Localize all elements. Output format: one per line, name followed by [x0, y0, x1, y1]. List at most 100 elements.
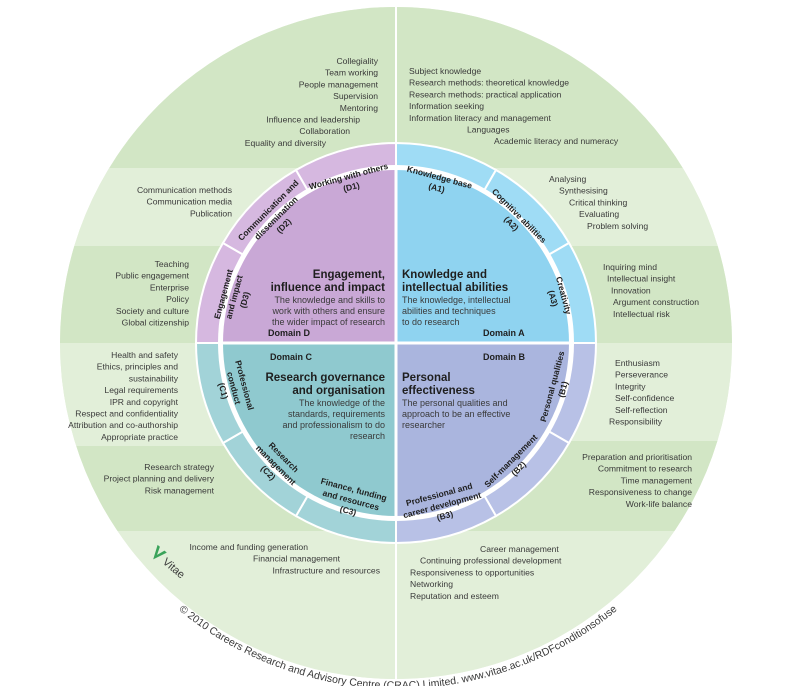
descriptor-item: Research methods: theoretical knowledge — [409, 78, 569, 88]
descriptor-item: Team working — [325, 68, 378, 78]
descriptor-item: Enterprise — [150, 282, 189, 292]
descriptor-item: Responsiveness to opportunities — [410, 567, 534, 577]
descriptor-item: Health and safety — [111, 350, 179, 360]
descriptor-item: Project planning and delivery — [104, 474, 215, 484]
domain-b-desc-2: approach to be an effective — [402, 409, 510, 419]
domain-c-label: Domain C — [270, 352, 313, 362]
svg-text:(D3): (D3) — [238, 290, 252, 309]
descriptor-item: Innovation — [611, 285, 651, 295]
descriptor-item: Continuing professional development — [420, 556, 562, 566]
descriptor-item: Self-confidence — [615, 393, 674, 403]
domain-a-title-2: intellectual abilities — [402, 282, 508, 294]
descriptor-item: sustainability — [129, 373, 179, 383]
descriptor-item: Policy — [166, 294, 190, 304]
descriptor-item: Work-life balance — [626, 499, 692, 509]
descriptor-item: Legal requirements — [104, 385, 178, 395]
descriptor-item: Supervision — [333, 91, 378, 101]
descriptor-item: Communication methods — [137, 185, 232, 195]
domain-d-desc-3: the wider impact of research — [272, 317, 385, 327]
descriptor-item: Equality and diversity — [245, 138, 327, 148]
descriptor-item: Time management — [621, 475, 693, 485]
descriptor-item: Society and culture — [116, 306, 189, 316]
descriptor-item: Public engagement — [115, 271, 189, 281]
descriptor-item: Career management — [480, 544, 559, 554]
descriptor-item: Self-reflection — [615, 405, 668, 415]
domain-d-label: Domain D — [268, 328, 311, 338]
descriptor-item: Commitment to research — [598, 464, 692, 474]
descriptor-item: Problem solving — [587, 221, 648, 231]
descriptor-item: Collegiality — [336, 56, 378, 66]
descriptor-item: Responsibility — [609, 417, 663, 427]
descriptor-item: Research methods: practical application — [409, 89, 562, 99]
domain-d-title-1: Engagement, — [313, 269, 385, 281]
domain-a-title-1: Knowledge and — [402, 269, 487, 281]
descriptor-item: Financial management — [253, 554, 341, 564]
descriptor-item: Intellectual risk — [613, 309, 671, 319]
descriptor-item: Infrastructure and resources — [273, 565, 380, 575]
descriptor-item: Integrity — [615, 381, 646, 391]
descriptor-item: Reputation and esteem — [410, 591, 499, 601]
domain-a-desc-1: The knowledge, intellectual — [402, 295, 511, 305]
descriptor-item: Income and funding generation — [190, 542, 309, 552]
domain-b: Domain B Personal effectiveness The pers… — [402, 352, 526, 430]
domain-c-title-1: Research governance — [265, 372, 385, 384]
domain-b-title-2: effectiveness — [402, 385, 475, 397]
descriptor-item: Research strategy — [144, 462, 214, 472]
descriptor-item: Influence and leadership — [266, 115, 360, 125]
domain-d-desc-1: The knowledge and skills to — [274, 295, 385, 305]
descriptor-item: Teaching — [155, 259, 190, 269]
domain-b-desc-1: The personal qualities and — [402, 398, 508, 408]
domain-c-desc-3: and professionalism to do — [282, 420, 385, 430]
domain-b-label: Domain B — [483, 352, 526, 362]
domain-d-title-2: influence and impact — [271, 282, 386, 294]
descriptor-item: Attribution and co-authorship — [68, 420, 178, 430]
domain-c-desc-1: The knowledge of the — [299, 398, 385, 408]
svg-text:(B3): (B3) — [436, 509, 455, 523]
domain-a-label: Domain A — [483, 328, 525, 338]
domain-b-desc-3: researcher — [402, 420, 445, 430]
descriptor-item: Inquiring mind — [603, 262, 657, 272]
descriptor-item: Respect and confidentiality — [75, 409, 178, 419]
descriptor-item: Appropriate practice — [101, 432, 178, 442]
descriptor-item: Information seeking — [409, 101, 484, 111]
descriptor-list-b2: Preparation and prioritisationCommitment… — [582, 452, 692, 509]
descriptor-item: Responsiveness to change — [589, 487, 692, 497]
descriptor-item: People management — [299, 79, 379, 89]
domain-a-desc-3: to do research — [402, 317, 460, 327]
descriptor-item: Enthusiasm — [615, 358, 660, 368]
descriptor-item: Subject knowledge — [409, 66, 481, 76]
domain-a-desc-2: abilities and techniques — [402, 306, 496, 316]
svg-text:(D1): (D1) — [342, 180, 361, 194]
descriptor-item: Intellectual insight — [607, 274, 676, 284]
vitae-logo-mark — [153, 544, 167, 560]
descriptor-item: Networking — [410, 579, 453, 589]
descriptor-item: Communication media — [147, 197, 233, 207]
descriptor-item: Perseverance — [615, 370, 668, 380]
descriptor-item: Synthesising — [559, 186, 608, 196]
svg-text:(C1): (C1) — [216, 382, 230, 401]
descriptor-item: Preparation and prioritisation — [582, 452, 692, 462]
svg-text:(A3): (A3) — [546, 289, 560, 308]
descriptor-item: Mentoring — [340, 103, 378, 113]
svg-text:(A1): (A1) — [427, 181, 446, 195]
domain-d-desc-2: work with others and ensure — [271, 306, 385, 316]
descriptor-item: Ethics, principles and — [97, 362, 178, 372]
domain-d: Engagement, influence and impact The kno… — [268, 269, 385, 338]
domain-c-title-2: and organisation — [292, 385, 385, 397]
domain-a: Knowledge and intellectual abilities The… — [402, 269, 525, 338]
domain-b-title-1: Personal — [402, 372, 451, 384]
domain-c-desc-2: standards, requirements — [288, 409, 386, 419]
svg-text:(C3): (C3) — [339, 504, 358, 518]
